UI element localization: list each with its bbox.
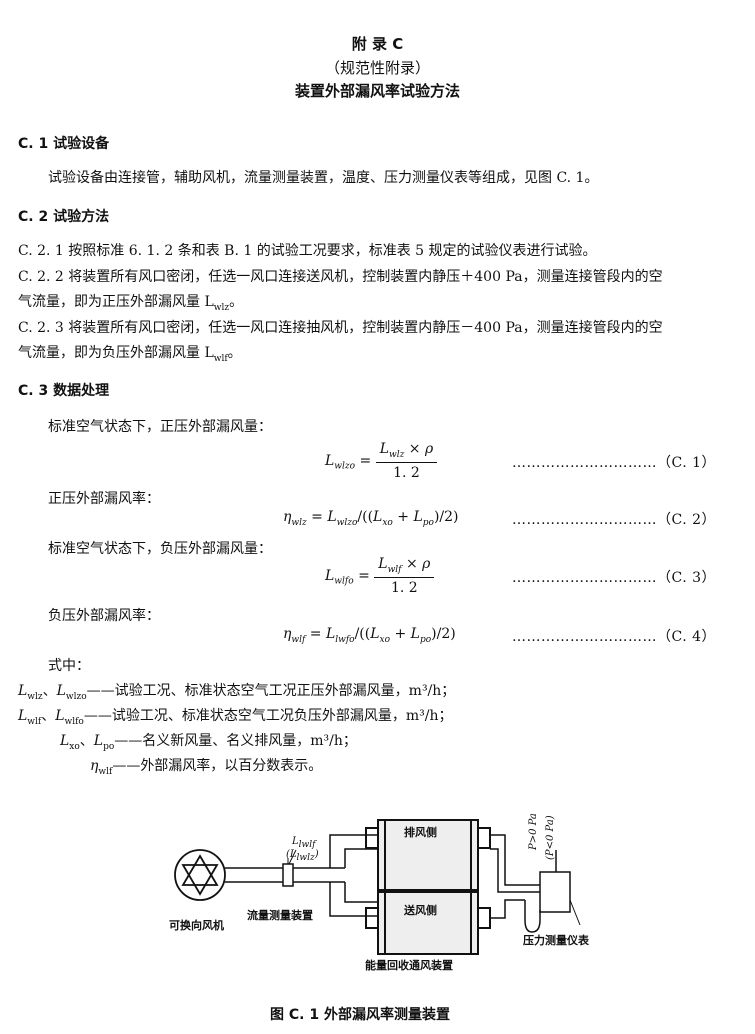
- formula-c2-ref: …………………………（C. 2）: [512, 512, 717, 528]
- lwlz-label: (Llwlz): [286, 849, 319, 863]
- fan-label: 可换向风机: [169, 919, 224, 932]
- flow-meter-label: 流量测量装置: [247, 909, 313, 922]
- formula-c4-label: 负压外部漏风率：: [48, 608, 160, 624]
- formula-c3-ref: …………………………（C. 3）: [512, 570, 717, 586]
- legend-line-2: Lwlf、Lwlfo——试验工况、标准状态空气工况负压外部漏风量，m³/h；: [18, 708, 453, 727]
- legend-line-4: ηwlf——外部漏风率，以百分数表示。: [90, 758, 323, 777]
- device-label: 能量回收通风装置: [365, 959, 453, 972]
- clause-c22-line2: 气流量，即为正压外部漏风量 Lwlz。: [18, 294, 244, 313]
- pressure-positive-label: P>0 Pa: [528, 813, 539, 850]
- gauge-label: 压力测量仪表: [523, 934, 589, 947]
- legend-line-3: Lxo、Lpo——名义新风量、名义排风量，m³/h；: [60, 733, 357, 752]
- reversible-fan: [174, 849, 226, 901]
- clause-c23-line1: C. 2. 3 将装置所有风口密闭，任选一风口连接抽风机，控制装置内静压－400…: [18, 320, 663, 336]
- formula-c4: ηwlf = Llwfo/((Lxo + Lpo)/2): [283, 626, 456, 645]
- legend-line-1: Lwlz、Lwlzo——试验工况、标准状态空气工况正压外部漏风量，m³/h；: [18, 683, 456, 702]
- appendix-label: 附 录 C: [351, 35, 404, 53]
- label-pointers: [288, 849, 581, 926]
- connecting-pipe: [225, 834, 378, 917]
- formula-c2: ηwlz = Lwlzo/((Lxo + Lpo)/2): [283, 509, 459, 528]
- formula-c4-ref: …………………………（C. 4）: [512, 629, 717, 645]
- section-c1-heading: C. 1 试验设备: [18, 136, 110, 152]
- formula-c3-label: 标准空气状态下，负压外部漏风量：: [48, 541, 272, 557]
- section-c3-heading: C. 3 数据处理: [18, 383, 110, 399]
- supply-side-label: 送风侧: [404, 904, 437, 917]
- pressure-negative-label: (P<0 Pa): [545, 815, 556, 860]
- clause-c23-line2: 气流量，即为负压外部漏风量 Lwlf。: [18, 345, 242, 364]
- formula-c1-ref: …………………………（C. 1）: [512, 455, 717, 471]
- formula-c2-label: 正压外部漏风率：: [48, 491, 160, 507]
- leakage-test-diagram: [174, 819, 581, 955]
- clause-c21: C. 2. 1 按照标准 6. 1. 2 条和表 B. 1 的试验工况要求，标准…: [18, 243, 597, 259]
- where-label: 式中：: [48, 658, 90, 674]
- normative-label: （规范性附录）: [324, 59, 430, 77]
- exhaust-side-label: 排风侧: [404, 826, 437, 839]
- pressure-line: [490, 834, 571, 933]
- section-c1-text: 试验设备由连接管，辅助风机，流量测量装置，温度、压力测量仪表等组成，见图 C. …: [48, 170, 599, 186]
- lwlf-label: Llwlf: [292, 836, 316, 850]
- clause-c22-line1: C. 2. 2 将装置所有风口密闭，任选一风口连接送风机，控制装置内静压＋400…: [18, 269, 663, 285]
- figure-caption: 图 C. 1 外部漏风率测量装置: [270, 1007, 450, 1023]
- section-c2-heading: C. 2 试验方法: [18, 209, 110, 225]
- formula-c1-label: 标准空气状态下，正压外部漏风量：: [48, 419, 272, 435]
- appendix-title: 装置外部漏风率试验方法: [294, 82, 460, 100]
- energy-recovery-unit: [365, 819, 491, 955]
